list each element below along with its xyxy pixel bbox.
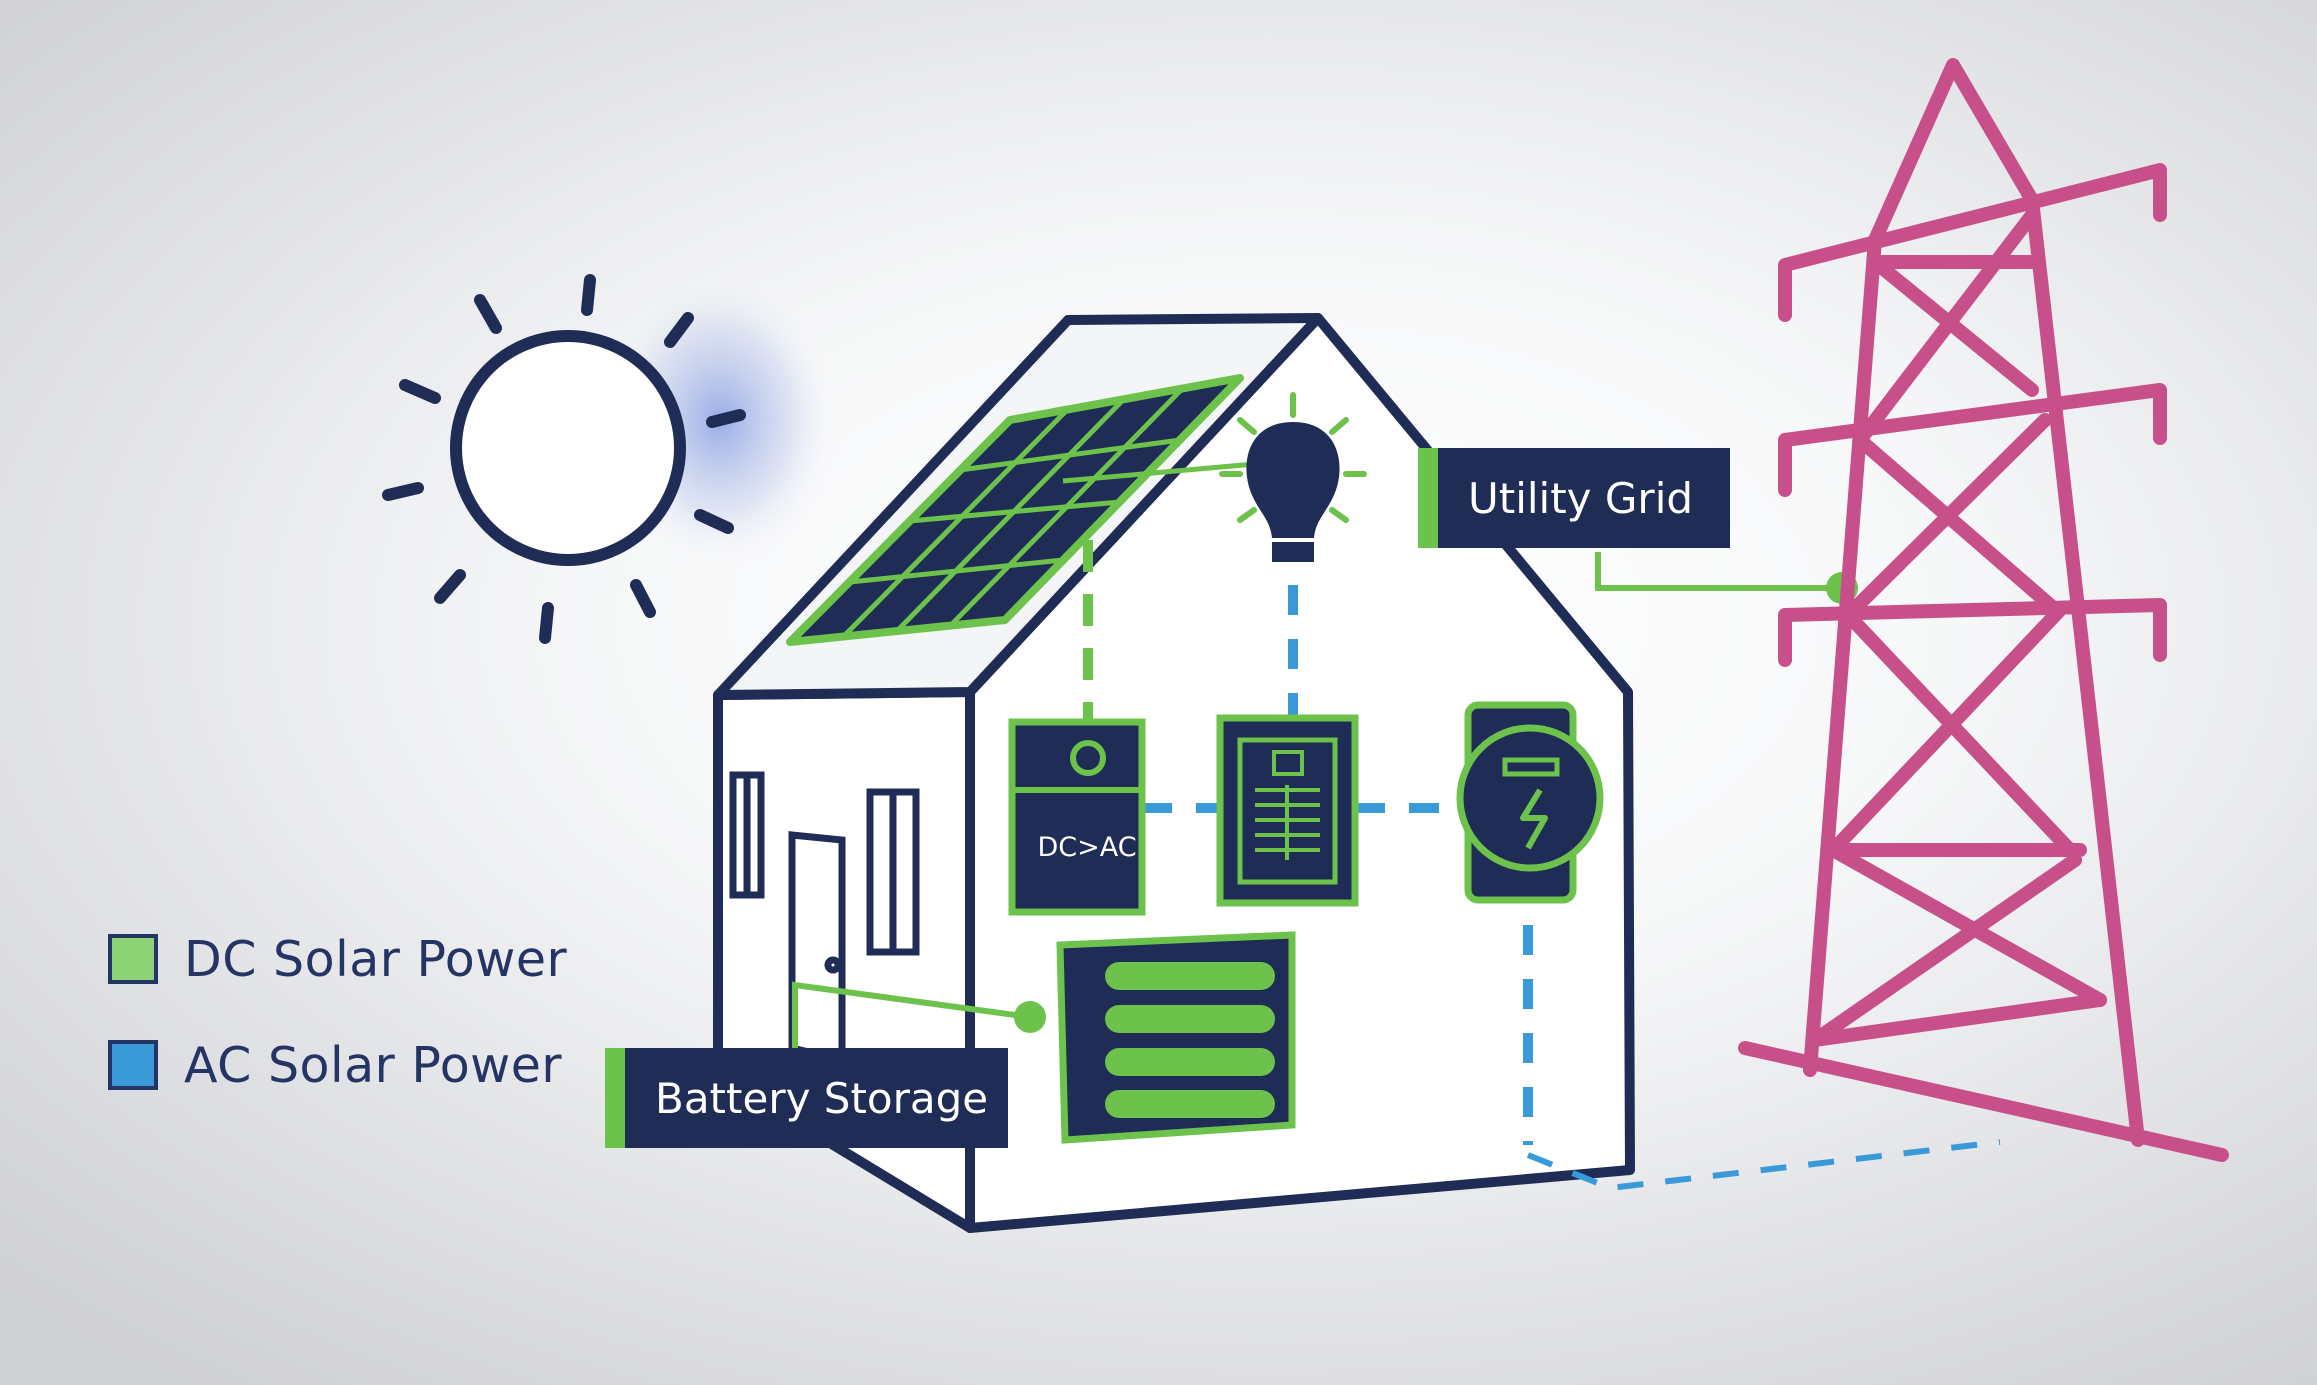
ac-wiring <box>1142 585 1533 1145</box>
ground-ac-line <box>1526 1139 2001 1192</box>
transmission-tower-icon <box>1738 58 2229 1162</box>
callout-accent-bar <box>1418 448 1438 548</box>
breaker-panel-icon <box>1216 714 1359 907</box>
legend-label-dc: DC Solar Power <box>184 930 568 988</box>
legend: DC Solar Power AC Solar Power <box>108 930 567 1142</box>
callout-connectors <box>792 552 1842 1048</box>
ac-swatch-icon <box>108 1040 158 1090</box>
sun-icon <box>382 270 840 644</box>
utility-grid-callout: Utility Grid <box>1418 448 1730 548</box>
dc-swatch-icon <box>108 934 158 984</box>
solar-panel-icon <box>786 374 1301 646</box>
electric-meter-icon <box>1456 701 1604 904</box>
legend-item-ac: AC Solar Power <box>108 1036 567 1094</box>
utility-grid-label: Utility Grid <box>1468 473 1694 523</box>
battery-storage-label: Battery Storage <box>655 1073 989 1123</box>
callout-accent-bar <box>605 1048 625 1148</box>
inverter-icon: DC>AC <box>1008 718 1146 916</box>
battery-icon <box>1056 931 1296 1144</box>
legend-item-dc: DC Solar Power <box>108 930 567 988</box>
battery-storage-callout: Battery Storage <box>605 1048 1008 1148</box>
battery-connector-dot <box>1014 1001 1046 1033</box>
inverter-label: DC>AC <box>1037 832 1136 863</box>
legend-label-ac: AC Solar Power <box>184 1036 563 1094</box>
side-wall-details <box>729 771 920 1065</box>
light-bulb-icon <box>1219 392 1367 562</box>
